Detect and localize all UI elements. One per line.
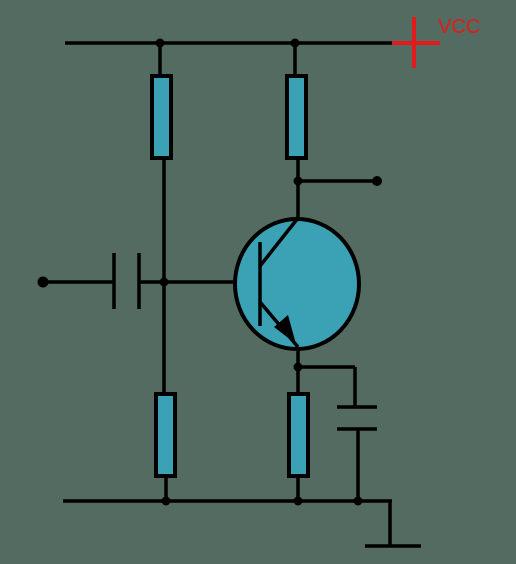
junction-node — [353, 496, 363, 506]
junction-node — [293, 496, 303, 506]
emitter-arrow-icon — [274, 315, 296, 344]
junction-node — [293, 176, 303, 186]
junction-node — [155, 38, 165, 48]
collector-resistor — [285, 74, 308, 160]
junction-node — [159, 277, 169, 287]
junction-node — [293, 362, 303, 372]
transistor-body — [233, 217, 361, 351]
output-terminal — [372, 176, 382, 186]
input-coupling-capacitor — [112, 253, 141, 309]
junction-node — [161, 496, 171, 506]
emitter-bypass-capacitor — [337, 405, 377, 431]
bias-lower-resistor — [154, 392, 177, 478]
junction-node — [290, 38, 300, 48]
npn-transistor — [233, 216, 361, 351]
input-terminal — [37, 276, 49, 288]
transistor-collector-lead — [258, 216, 300, 268]
vcc-label: VCC — [438, 16, 480, 38]
vcc-terminal — [392, 17, 440, 68]
bias-upper-resistor — [150, 74, 173, 160]
emitter-resistor — [287, 392, 310, 478]
